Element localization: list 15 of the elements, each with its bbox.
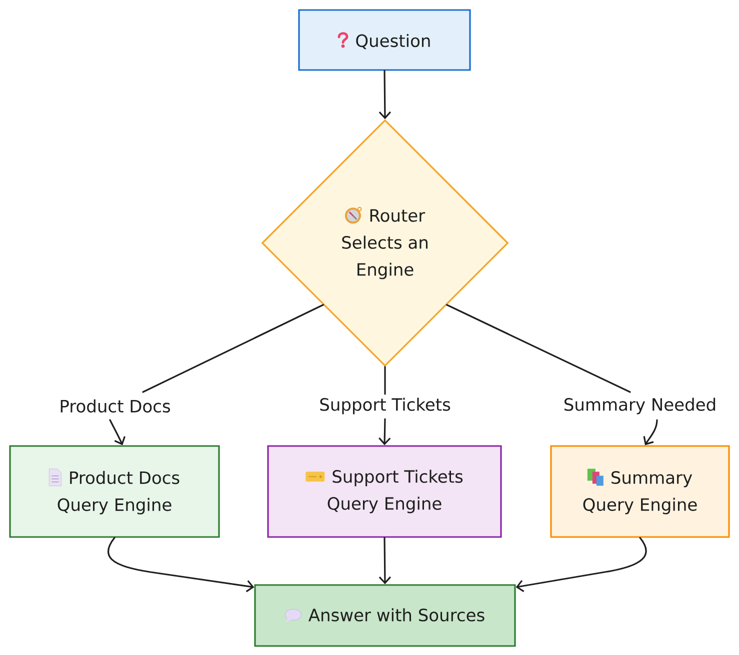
result-box: Answer with Sources [254, 584, 516, 647]
process-box: Question [298, 9, 471, 71]
arrow [446, 304, 658, 446]
arrow [378, 537, 392, 584]
arrow [378, 70, 392, 120]
edge-label: Summary Needed [561, 396, 719, 416]
edge-label: Support Tickets [317, 396, 453, 416]
edge-label: Product Docs [57, 397, 173, 415]
arrow [378, 366, 391, 446]
arrow [108, 537, 254, 592]
arrow [109, 304, 324, 446]
process-box: Support Tickets Query Engine [267, 445, 502, 538]
process-box: Product Docs Query Engine [9, 445, 220, 538]
arrow [516, 537, 647, 592]
process-box: Summary Query Engine [550, 445, 730, 538]
